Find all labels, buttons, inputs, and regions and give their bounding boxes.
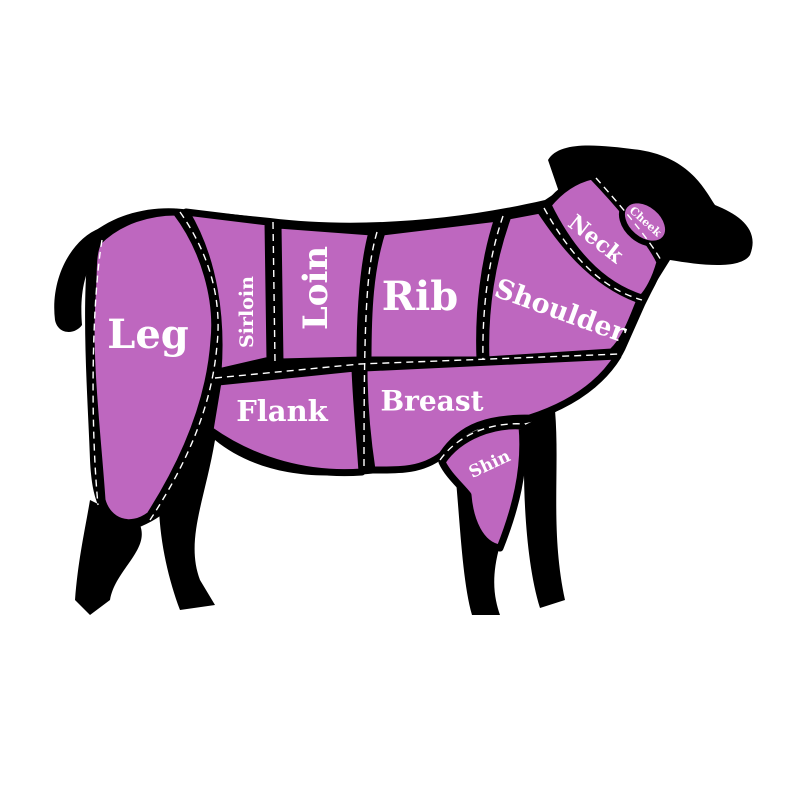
cut-neck[interactable] bbox=[544, 172, 664, 302]
seam-leg bbox=[149, 211, 219, 521]
label-loin: Loin bbox=[296, 246, 336, 330]
cut-flank[interactable] bbox=[206, 364, 366, 477]
cut-cheek[interactable] bbox=[614, 191, 677, 252]
cut-loin[interactable] bbox=[274, 221, 376, 366]
seam-belly bbox=[214, 353, 621, 379]
cut-sirloin[interactable] bbox=[182, 208, 274, 376]
seam-neck bbox=[543, 207, 643, 301]
seam-back bbox=[92, 239, 103, 506]
label-sirloin: Sirloin bbox=[236, 276, 258, 348]
label-rib: Rib bbox=[382, 273, 458, 320]
seam-lines bbox=[92, 177, 663, 521]
seam-rib-shoulder bbox=[482, 215, 504, 361]
cut-leg[interactable] bbox=[87, 208, 219, 527]
label-breast: Breast bbox=[380, 385, 483, 418]
label-flank: Flank bbox=[236, 394, 328, 428]
front-legs bbox=[455, 410, 565, 615]
seam-loin-rib bbox=[363, 231, 378, 471]
cut-breast[interactable] bbox=[360, 352, 622, 474]
seam-shin bbox=[439, 423, 525, 461]
cut-shoulder[interactable] bbox=[482, 206, 644, 364]
cut-shin[interactable] bbox=[438, 422, 527, 552]
cuts bbox=[87, 172, 677, 552]
seam-head bbox=[595, 177, 663, 263]
label-leg: Leg bbox=[107, 311, 189, 358]
